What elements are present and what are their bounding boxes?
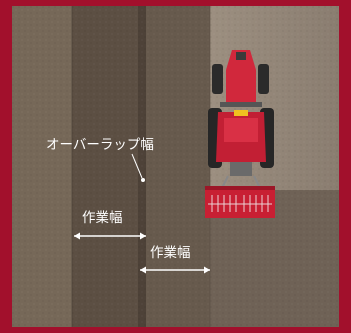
tractor-hitch	[230, 162, 252, 176]
work-width-1-label: 作業幅	[82, 210, 123, 226]
tractor	[208, 50, 274, 189]
work-width-2-label: 作業幅	[150, 245, 191, 261]
tractor-hood	[226, 50, 256, 104]
rotary-tiller	[205, 186, 275, 218]
tractor-grille	[236, 52, 246, 60]
warning-light	[234, 110, 248, 116]
field	[12, 6, 339, 327]
overlap-point	[141, 178, 145, 182]
overlap-annotation: オーバーラップ幅	[46, 137, 154, 182]
front-wheel-left	[212, 64, 223, 94]
tiller-body	[205, 188, 275, 218]
work-width-2-annotation: 作業幅	[140, 245, 210, 274]
overlap-width-label: オーバーラップ幅	[46, 137, 154, 153]
overlap-leader-line	[131, 153, 143, 179]
work-width-1-annotation: 作業幅	[74, 210, 146, 240]
front-wheel-right	[258, 64, 269, 94]
